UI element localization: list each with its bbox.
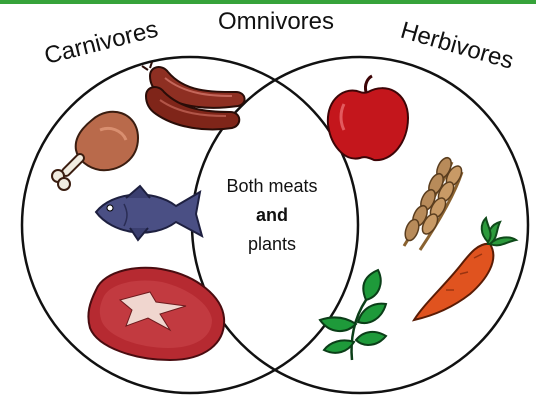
center-line-3: plants [248, 234, 296, 254]
apple-icon [328, 76, 408, 160]
sausage-icon [142, 62, 245, 129]
center-line-1: Both meats [226, 176, 317, 196]
carnivores-label: Carnivores [42, 16, 161, 70]
center-line-2: and [256, 205, 288, 225]
leaf-sprig-icon [320, 270, 386, 360]
steak-icon [88, 268, 224, 360]
fish-icon [96, 186, 202, 240]
chicken-leg-icon [52, 112, 138, 190]
omnivores-label: Omnivores [218, 8, 334, 35]
wheat-icon [403, 155, 465, 250]
top-border [0, 0, 536, 4]
